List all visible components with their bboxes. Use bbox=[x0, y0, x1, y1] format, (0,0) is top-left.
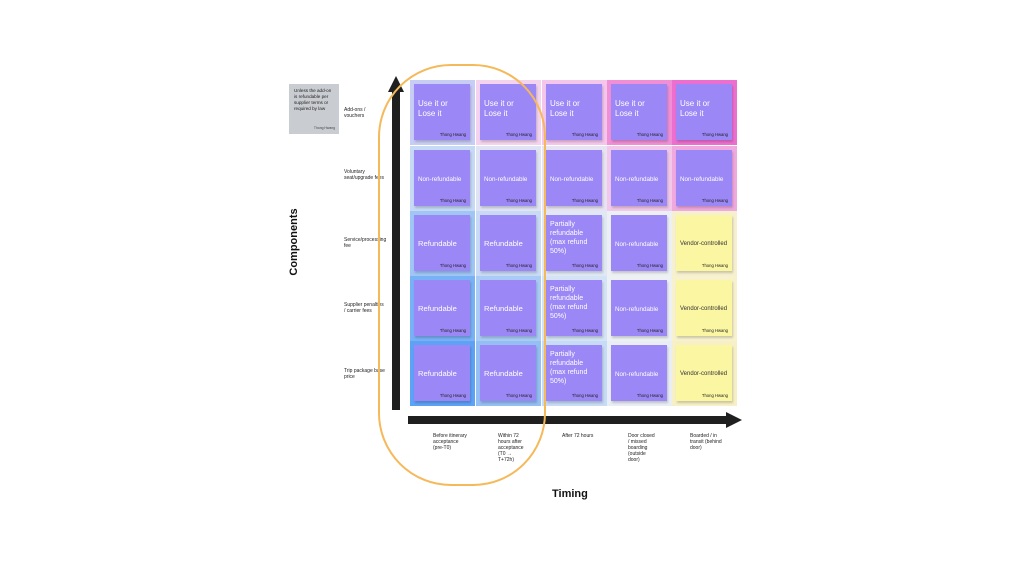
sticky-note-author: Thong Hwang bbox=[636, 198, 663, 203]
column-label: Within 72 hours after acceptance (T0 → T… bbox=[498, 433, 524, 463]
sticky-note-text: Use it or Lose it bbox=[550, 99, 580, 118]
sticky-note[interactable]: Use it or Lose it Thong Hwang bbox=[480, 84, 536, 140]
sticky-note-text: Partially refundable (max refund 50%) bbox=[550, 221, 588, 255]
sticky-note-author: Thong Hwang bbox=[505, 393, 532, 398]
x-axis-title: Timing bbox=[552, 488, 588, 500]
sticky-note-text: Non-refundable bbox=[680, 176, 724, 183]
sticky-note[interactable]: Partially refundable (max refund 50%) Tho… bbox=[546, 280, 602, 336]
sticky-note-text: Use it or Lose it bbox=[484, 99, 514, 118]
sticky-note-author: Thong Hwang bbox=[505, 132, 532, 137]
sticky-note-author: Thong Hwang bbox=[505, 328, 532, 333]
sticky-note-text: Refundable bbox=[418, 304, 457, 313]
sticky-note-author: Thong Hwang bbox=[439, 328, 466, 333]
sticky-note-author: Thong Hwang bbox=[636, 393, 663, 398]
sticky-note-text: Non-refundable bbox=[615, 176, 659, 183]
x-axis-arrow bbox=[408, 412, 742, 428]
sticky-note-text: Use it or Lose it bbox=[418, 99, 448, 118]
sticky-note-text: Refundable bbox=[418, 239, 457, 248]
sticky-note[interactable]: Use it or Lose it Thong Hwang bbox=[414, 84, 470, 140]
sticky-note-author: Thong Hwang bbox=[701, 198, 728, 203]
sticky-note-text: Use it or Lose it bbox=[680, 99, 710, 118]
sticky-note-author: Thong Hwang bbox=[505, 263, 532, 268]
sticky-note-author: Thong Hwang bbox=[439, 132, 466, 137]
column-label: After 72 hours bbox=[562, 433, 594, 439]
sticky-note-text: Refundable bbox=[418, 369, 457, 378]
row-label: Add-ons / vouchers bbox=[344, 107, 366, 119]
highlight-ring bbox=[378, 64, 546, 486]
sticky-note-author: Thong Hwang bbox=[439, 263, 466, 268]
sticky-note-author: Thong Hwang bbox=[505, 198, 532, 203]
sticky-note-text: Partially refundable (max refund 50%) bbox=[550, 286, 588, 320]
sticky-note-author: Thong Hwang bbox=[701, 132, 728, 137]
sticky-note-text: Refundable bbox=[484, 369, 523, 378]
sticky-note-text: Vendor-controlled bbox=[680, 306, 728, 312]
sticky-note[interactable]: Use it or Lose it Thong Hwang bbox=[676, 84, 732, 140]
sticky-note-author: Thong Hwang bbox=[701, 328, 728, 333]
column-label: Boarded / in transit (behind door) bbox=[690, 433, 722, 451]
sticky-note-author: Thong Hwang bbox=[636, 328, 663, 333]
sticky-note-text: Refundable bbox=[484, 239, 523, 248]
sticky-note[interactable]: Use it or Lose it Thong Hwang bbox=[546, 84, 602, 140]
y-axis-title: Components bbox=[288, 208, 300, 276]
sticky-note-text: Non-refundable bbox=[615, 241, 659, 248]
sticky-note-text: Non-refundable bbox=[418, 176, 462, 183]
sticky-note-author: Thong Hwang bbox=[701, 263, 728, 268]
sticky-note-text: Non-refundable bbox=[615, 306, 659, 313]
sticky-note-text: Use it or Lose it bbox=[615, 99, 645, 118]
sticky-note[interactable]: Partially refundable (max refund 50%) Tho… bbox=[546, 215, 602, 271]
side-note-text: Unless the add-on is refundable per supp… bbox=[294, 88, 332, 111]
sticky-note-author: Thong Hwang bbox=[571, 393, 598, 398]
column-label: Door closed / missed boarding (outside d… bbox=[628, 433, 655, 463]
sticky-note-author: Thong Hwang bbox=[701, 393, 728, 398]
sticky-note-author: Thong Hwang bbox=[439, 393, 466, 398]
sticky-note-author: Thong Hwang bbox=[571, 263, 598, 268]
y-axis-arrow bbox=[388, 76, 404, 410]
side-note-author: Thong Hwang bbox=[313, 126, 335, 130]
sticky-note-text: Non-refundable bbox=[550, 176, 594, 183]
sticky-note-author: Thong Hwang bbox=[571, 328, 598, 333]
sticky-note-text: Refundable bbox=[484, 304, 523, 313]
sticky-note-author: Thong Hwang bbox=[571, 132, 598, 137]
sticky-note-text: Non-refundable bbox=[484, 176, 528, 183]
sticky-note-text: Vendor-controlled bbox=[680, 241, 728, 247]
sticky-note-text: Vendor-controlled bbox=[680, 371, 728, 377]
sticky-note-author: Thong Hwang bbox=[439, 198, 466, 203]
row-label: Service/processing fee bbox=[344, 237, 387, 249]
row-label: Supplier penalties / carrier fees bbox=[344, 302, 384, 314]
row-label: Trip package base price bbox=[344, 368, 385, 380]
row-label: Voluntary seat/upgrade fees bbox=[344, 169, 385, 181]
sticky-note-author: Thong Hwang bbox=[636, 132, 663, 137]
sticky-note[interactable]: Use it or Lose it Thong Hwang bbox=[611, 84, 667, 140]
sticky-note-text: Non-refundable bbox=[615, 371, 659, 378]
sticky-note-text: Partially refundable (max refund 50%) bbox=[550, 351, 588, 385]
sticky-note-author: Thong Hwang bbox=[571, 198, 598, 203]
sticky-note-author: Thong Hwang bbox=[636, 263, 663, 268]
sticky-note[interactable]: Partially refundable (max refund 50%) Tho… bbox=[546, 345, 602, 401]
column-label: Before itinerary acceptance (pre-T0) bbox=[433, 433, 467, 451]
side-sticky-note[interactable]: Unless the add-on is refundable per supp… bbox=[289, 84, 339, 134]
